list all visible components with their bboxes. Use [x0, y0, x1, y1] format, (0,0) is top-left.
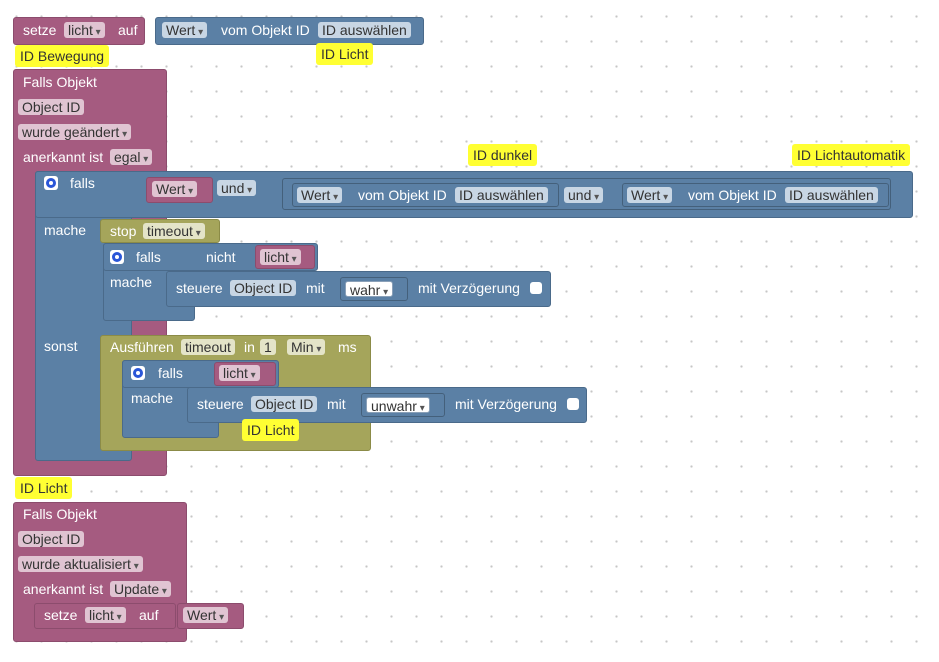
get-value-block-2: [292, 183, 559, 207]
nicht-label: nicht: [206, 249, 236, 265]
wurde-geaendert-dropdown[interactable]: wurde geändert: [18, 124, 132, 140]
logic-and-inner: [282, 178, 891, 210]
falls-objekt-label-2: Falls Objekt: [23, 506, 97, 522]
comment-id-licht-2[interactable]: ID Licht: [15, 477, 73, 499]
gear-icon[interactable]: [44, 176, 58, 190]
falls-label: falls: [70, 175, 95, 191]
licht-dropdown[interactable]: licht: [260, 249, 301, 265]
wert-dropdown-2[interactable]: Wert: [297, 187, 343, 203]
mit-verzoegerung-label-2: mit Verzögerung: [455, 396, 557, 412]
unwahr-dropdown[interactable]: unwahr: [366, 397, 430, 414]
anerkannt-ist-label: anerkannt ist: [23, 149, 104, 165]
variable-dropdown[interactable]: licht: [64, 22, 105, 38]
comment-id-licht[interactable]: ID Licht: [316, 43, 374, 65]
auf-label-2: auf: [139, 607, 159, 623]
timeout-name-field[interactable]: timeout: [181, 339, 235, 355]
unit-dropdown[interactable]: Min: [287, 339, 326, 355]
id-select-field-2[interactable]: ID auswählen: [455, 187, 548, 203]
mache-label-3: mache: [131, 390, 174, 406]
stop-label: stop: [110, 223, 137, 239]
setze-label: setze: [23, 22, 57, 38]
checkbox-icon[interactable]: [567, 398, 579, 410]
get-value-block-3: [622, 183, 889, 207]
wurde-aktualisiert-dropdown[interactable]: wurde aktualisiert: [18, 556, 143, 572]
mit-verzoegerung-label: mit Verzögerung: [418, 280, 520, 296]
setze-label-2: setze: [44, 607, 78, 623]
wahr-dropdown[interactable]: wahr: [345, 281, 394, 298]
mache-label: mache: [44, 222, 87, 238]
wert-dropdown-4[interactable]: Wert: [183, 607, 229, 623]
ms-label: ms: [338, 339, 357, 355]
variable-dropdown-2[interactable]: licht: [85, 607, 126, 623]
update-dropdown[interactable]: Update: [110, 581, 171, 597]
vom-objekt-id-label: vom Objekt ID: [221, 22, 310, 38]
anerkannt-ist-label-2: anerkannt ist: [23, 581, 104, 597]
vom-objekt-id-label-3: vom Objekt ID: [688, 187, 777, 203]
unwahr-slot: [361, 393, 445, 417]
mache-label-2: mache: [110, 274, 153, 290]
falls-objekt-label: Falls Objekt: [23, 74, 97, 90]
comment-id-dunkel[interactable]: ID dunkel: [468, 144, 538, 166]
sonst-label: sonst: [44, 338, 78, 354]
object-id-field-2[interactable]: Object ID: [230, 280, 297, 296]
in-label: in: [244, 339, 255, 355]
wahr-slot: [340, 277, 408, 301]
comment-id-lichtautomatik[interactable]: ID Lichtautomatik: [792, 144, 911, 166]
licht-dropdown-2[interactable]: licht: [219, 365, 260, 381]
delay-value-field[interactable]: 1: [260, 339, 276, 355]
object-id-field-4[interactable]: Object ID: [18, 531, 85, 547]
gear-icon[interactable]: [110, 250, 124, 264]
steuere-label: steuere: [176, 280, 223, 296]
object-id-field-3[interactable]: Object ID: [251, 396, 318, 412]
mit-label-2: mit: [327, 396, 346, 412]
mit-label: mit: [306, 280, 325, 296]
timeout-dropdown[interactable]: timeout: [143, 223, 205, 239]
und-dropdown-1[interactable]: und: [217, 180, 257, 196]
object-id-field[interactable]: Object ID: [18, 99, 85, 115]
vom-objekt-id-label-2: vom Objekt ID: [358, 187, 447, 203]
falls-label-2: falls: [136, 249, 161, 265]
ausfuehren-label: Ausführen: [110, 339, 174, 355]
gear-icon[interactable]: [131, 366, 145, 380]
falls-label-3: falls: [158, 365, 183, 381]
id-select-field[interactable]: ID auswählen: [318, 22, 411, 38]
comment-id-bewegung[interactable]: ID Bewegung: [15, 45, 110, 67]
egal-dropdown[interactable]: egal: [110, 149, 153, 165]
id-select-field-3[interactable]: ID auswählen: [785, 187, 878, 203]
comment-id-licht-3[interactable]: ID Licht: [242, 419, 300, 441]
wert-dropdown[interactable]: Wert: [162, 22, 208, 38]
und-dropdown-2[interactable]: und: [564, 187, 604, 203]
checkbox-icon[interactable]: [530, 282, 542, 294]
steuere-label-2: steuere: [197, 396, 244, 412]
wert-dropdown-3[interactable]: Wert: [627, 187, 673, 203]
wert-dropdown-pink[interactable]: Wert: [152, 181, 198, 197]
auf-label: auf: [118, 22, 138, 38]
